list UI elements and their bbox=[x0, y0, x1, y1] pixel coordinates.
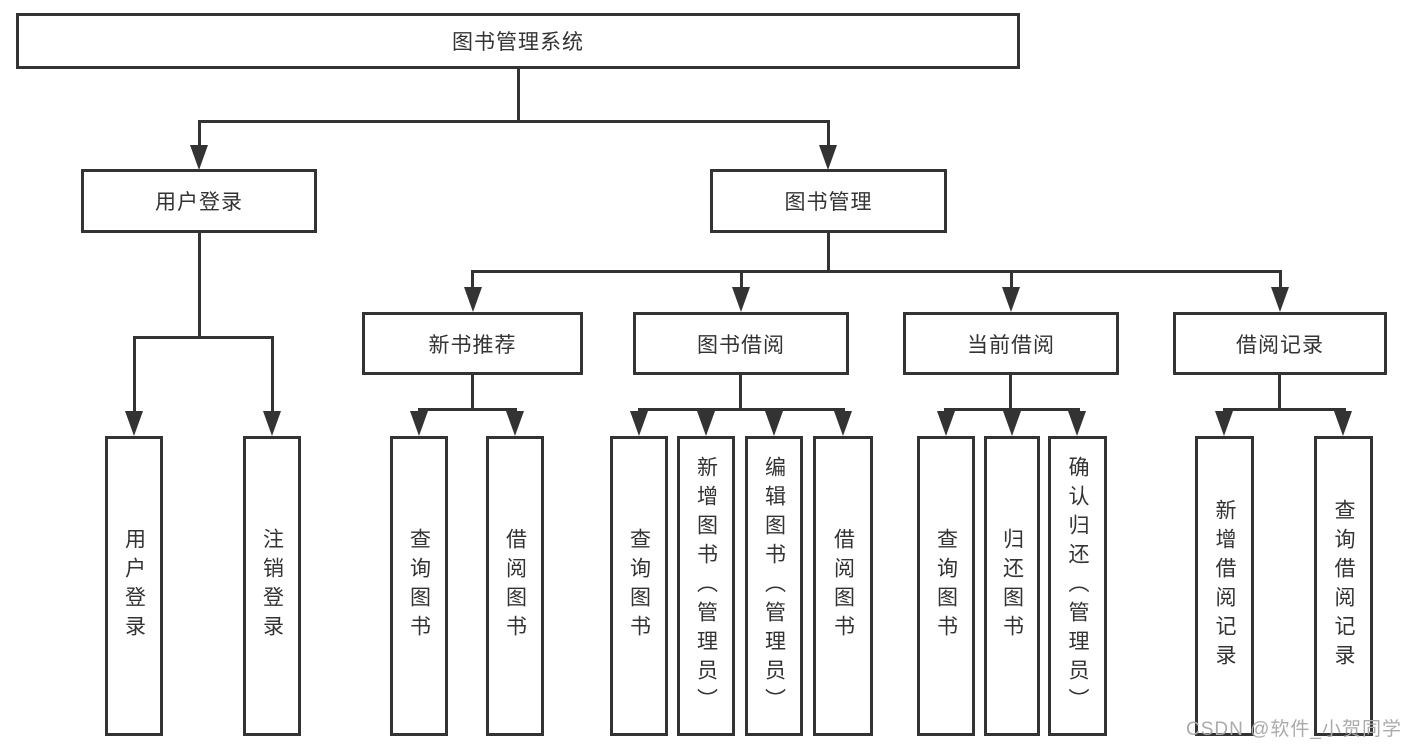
arrow-down-icon bbox=[410, 411, 428, 436]
connector-line bbox=[471, 270, 474, 290]
leaf-current-query-books: 查询图书 bbox=[917, 436, 975, 736]
leaf-logout: 注销登录 bbox=[243, 436, 301, 736]
connector-line bbox=[827, 120, 830, 146]
connector-line bbox=[739, 375, 742, 411]
connector-line bbox=[418, 408, 517, 411]
leaf-borrow-books-label: 借阅图书 bbox=[831, 528, 855, 644]
node-book-borrow: 图书借阅 bbox=[633, 312, 849, 375]
connector-line bbox=[944, 408, 1080, 411]
leaf-newbook-query-books: 查询图书 bbox=[390, 436, 448, 736]
connector-line bbox=[271, 336, 274, 414]
arrow-down-icon bbox=[190, 145, 208, 170]
arrow-down-icon bbox=[1334, 411, 1352, 436]
leaf-user-login: 用户登录 bbox=[105, 436, 163, 736]
leaf-return-books: 归还图书 bbox=[984, 436, 1040, 736]
node-book-borrow-label: 图书借阅 bbox=[697, 333, 785, 357]
node-root-label: 图书管理系统 bbox=[452, 31, 584, 54]
node-book-management: 图书管理 bbox=[710, 169, 947, 233]
arrow-down-icon bbox=[263, 411, 281, 436]
leaf-confirm-return-admin: 确认归还（管理员） bbox=[1048, 436, 1107, 736]
connector-line bbox=[471, 270, 1282, 273]
connector-line bbox=[638, 408, 845, 411]
leaf-edit-books-admin-label: 编辑图书（管理员） bbox=[762, 455, 786, 717]
arrow-down-icon bbox=[1271, 287, 1289, 312]
leaf-borrow-query-books: 查询图书 bbox=[610, 436, 668, 736]
leaf-add-books-admin: 新增图书（管理员） bbox=[677, 436, 735, 736]
connector-line bbox=[1223, 408, 1346, 411]
arrow-down-icon bbox=[1068, 411, 1086, 436]
arrow-down-icon bbox=[834, 411, 852, 436]
leaf-current-query-books-label: 查询图书 bbox=[934, 528, 958, 644]
node-borrow-records: 借阅记录 bbox=[1173, 312, 1387, 375]
arrow-down-icon bbox=[1215, 411, 1233, 436]
arrow-down-icon bbox=[697, 411, 715, 436]
leaf-confirm-return-admin-label: 确认归还（管理员） bbox=[1066, 455, 1089, 717]
leaf-borrow-books: 借阅图书 bbox=[813, 436, 873, 736]
connector-line bbox=[1009, 375, 1012, 411]
node-new-book-recommend: 新书推荐 bbox=[362, 312, 583, 375]
leaf-add-books-admin-label: 新增图书（管理员） bbox=[694, 455, 718, 717]
arrow-down-icon bbox=[937, 411, 955, 436]
node-current-borrow-label: 当前借阅 bbox=[967, 333, 1055, 357]
connector-line bbox=[1278, 375, 1281, 411]
connector-line bbox=[471, 375, 474, 411]
arrow-down-icon bbox=[1002, 287, 1020, 312]
leaf-user-login-label: 用户登录 bbox=[122, 528, 146, 644]
connector-line bbox=[740, 270, 743, 290]
node-current-borrow: 当前借阅 bbox=[903, 312, 1119, 375]
arrow-down-icon bbox=[506, 411, 524, 436]
node-user-login-label: 用户登录 bbox=[155, 191, 243, 214]
arrow-down-icon bbox=[630, 411, 648, 436]
arrow-down-icon bbox=[765, 411, 783, 436]
csdn-watermark: CSDN @软件_小贺同学 bbox=[1186, 719, 1402, 740]
leaf-add-borrow-record: 新增借阅记录 bbox=[1195, 436, 1254, 736]
arrow-down-icon bbox=[732, 287, 750, 312]
connector-line bbox=[827, 233, 830, 273]
node-borrow-records-label: 借阅记录 bbox=[1236, 333, 1324, 357]
arrow-down-icon bbox=[125, 411, 143, 436]
connector-line bbox=[1279, 270, 1282, 290]
node-root: 图书管理系统 bbox=[16, 13, 1020, 69]
leaf-query-borrow-record-label: 查询借阅记录 bbox=[1332, 499, 1355, 673]
leaf-newbook-borrow-books: 借阅图书 bbox=[486, 436, 544, 736]
node-book-management-label: 图书管理 bbox=[784, 191, 873, 214]
node-new-book-recommend-label: 新书推荐 bbox=[428, 333, 517, 357]
connector-line bbox=[198, 120, 201, 146]
connector-line bbox=[133, 336, 136, 414]
arrow-down-icon bbox=[819, 145, 837, 170]
arrow-down-icon bbox=[1003, 411, 1021, 436]
leaf-add-borrow-record-label: 新增借阅记录 bbox=[1213, 499, 1236, 673]
leaf-edit-books-admin: 编辑图书（管理员） bbox=[745, 436, 803, 736]
node-user-login: 用户登录 bbox=[81, 169, 317, 233]
connector-line bbox=[198, 233, 201, 339]
connector-line bbox=[198, 120, 830, 123]
leaf-logout-label: 注销登录 bbox=[260, 528, 284, 644]
connector-line bbox=[133, 336, 274, 339]
leaf-query-borrow-record: 查询借阅记录 bbox=[1314, 436, 1373, 736]
leaf-borrow-query-books-label: 查询图书 bbox=[627, 528, 651, 644]
connector-line bbox=[517, 69, 520, 123]
leaf-newbook-borrow-books-label: 借阅图书 bbox=[503, 528, 527, 644]
leaf-newbook-query-books-label: 查询图书 bbox=[407, 528, 431, 644]
leaf-return-books-label: 归还图书 bbox=[1000, 528, 1024, 644]
connector-line bbox=[1010, 270, 1013, 290]
arrow-down-icon bbox=[464, 287, 482, 312]
